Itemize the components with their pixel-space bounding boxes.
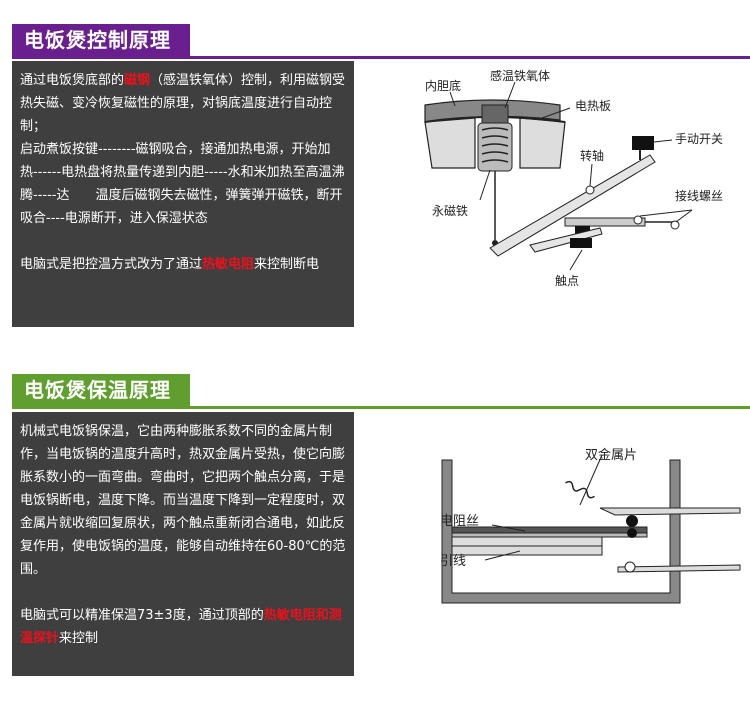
label-resistance-wire: 电阻丝 bbox=[440, 514, 479, 529]
label-inner-pot: 内胆底 bbox=[425, 78, 461, 93]
control-mechanism-diagram: 内胆底 感温铁氧体 电热板 手动开关 转轴 接线螺丝 永磁铁 触点 bbox=[370, 60, 750, 320]
text-panel: 机械式电饭锅保温，它由两种膨胀系数不同的金属片制作，当电饭锅的温度升高时，热双金… bbox=[12, 412, 354, 676]
text: 来控制 bbox=[59, 631, 99, 646]
highlight-text: 磁钢 bbox=[124, 73, 151, 88]
label-lead: 引线 bbox=[440, 554, 466, 569]
label-manual-switch: 手动开关 bbox=[675, 132, 723, 146]
paragraph: 电脑式是把控温方式改为了通过热敏电阻来控制断电 bbox=[20, 253, 346, 276]
label-shaft: 转轴 bbox=[580, 148, 604, 163]
label-terminal-screw: 接线螺丝 bbox=[675, 188, 723, 203]
title-underline bbox=[12, 406, 750, 409]
label-ferrite: 感温铁氧体 bbox=[490, 68, 550, 83]
title-underline bbox=[12, 56, 750, 59]
section-title: 电饭煲控制原理 bbox=[12, 24, 190, 56]
section-title: 电饭煲保温原理 bbox=[12, 374, 190, 406]
paragraph: 电脑式可以精准保温73±3度，通过顶部的热敏电阻和测温探针来控制 bbox=[20, 604, 346, 650]
text: 通过电饭煲底部的 bbox=[20, 73, 125, 88]
paragraph: 启动煮饭按键--------磁钢吸合，接通加热电源，开始加热------电热盘将… bbox=[20, 142, 345, 226]
section-keep-warm-principle: 电饭煲保温原理 机械式电饭锅保温，它由两种膨胀系数不同的金属片制作，当电饭锅的温… bbox=[0, 350, 750, 704]
bimetal-diagram: 双金属片 电阻丝 引线 bbox=[370, 445, 750, 685]
section-control-principle: 电饭煲控制原理 通过电饭煲底部的磁钢（感温铁氧体）控制，利用磁钢受热失磁、变冷恢… bbox=[0, 0, 750, 350]
label-bimetal: 双金属片 bbox=[585, 447, 637, 463]
text: （感温铁氧体）控制，利用磁钢受热失磁、变冷恢复磁性的原理，对锅底温度进行自动控制… bbox=[20, 73, 346, 134]
spacer bbox=[20, 230, 346, 253]
text: 来控制断电 bbox=[254, 257, 320, 272]
text-panel: 通过电饭煲底部的磁钢（感温铁氧体）控制，利用磁钢受热失磁、变冷恢复磁性的原理，对… bbox=[12, 61, 354, 327]
label-magnet: 永磁铁 bbox=[432, 203, 468, 218]
paragraph: 机械式电饭锅保温，它由两种膨胀系数不同的金属片制作，当电饭锅的温度升高时，热双金… bbox=[20, 424, 346, 577]
highlight-text: 热敏电阻和测温探针 bbox=[20, 608, 342, 646]
text: 电脑式是把控温方式改为了通过 bbox=[20, 257, 203, 272]
text: 电脑式可以精准保温73±3度，通过顶部的 bbox=[20, 608, 264, 623]
paragraph: 通过电饭煲底部的磁钢（感温铁氧体）控制，利用磁钢受热失磁、变冷恢复磁性的原理，对… bbox=[20, 69, 346, 138]
label-contact: 触点 bbox=[555, 274, 579, 288]
highlight-text: 热敏电阻 bbox=[202, 257, 255, 272]
spacer bbox=[20, 581, 346, 604]
label-heating-plate: 电热板 bbox=[575, 99, 611, 113]
